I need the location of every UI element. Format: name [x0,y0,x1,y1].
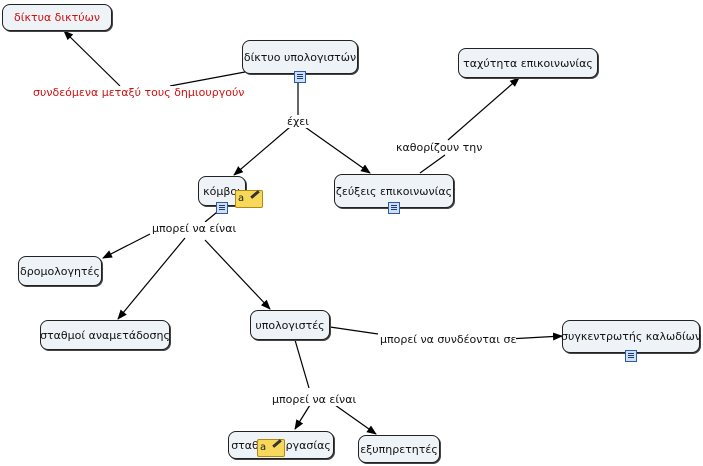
node-diktya-diktyon[interactable]: δίκτυα δικτύων [2,4,112,31]
line-mporei-synd-to-sygkentrotis [507,332,563,341]
node-zeykseis[interactable]: ζεύξεις επικοινωνίας [334,174,454,208]
note-icon[interactable]: a [235,190,263,208]
line-exei-to-zeykseis [304,126,371,174]
node-label: ταχύτητα επικοινωνίας [463,56,593,70]
node-label: σταθμοί αναμετάδοσης [40,328,170,342]
line-ypologistes-to-mporei-synd [329,326,379,335]
line-exei-to-komvoi [233,126,291,176]
line-ypologistes-to-mporei2 [294,339,310,389]
link-label-mporei-na-syndeontai[interactable]: μπορεί να συνδέονται σε [380,333,517,346]
node-ypologistes[interactable]: υπολογιστές [250,310,330,340]
node-label: υπολογιστές [255,318,325,332]
node-label: δρομολογητές [20,264,100,278]
node-label: κόμβοι [203,184,241,198]
node-label: εξυπηρετητές [360,442,438,456]
document-icon[interactable] [216,202,228,214]
node-stathmoi-anametadosis[interactable]: σταθμοί αναμετάδοσης [40,320,170,350]
line-root-to-syndedemena [169,71,246,87]
node-label: ζεύξεις επικοινωνίας [335,184,453,198]
node-label: δίκτυα δικτύων [14,11,100,24]
line-mporei2-to-eksypiretites [334,404,377,435]
line-syndedemena-to-diktya [63,30,121,87]
link-label-mporei-na-einai-1[interactable]: μπορεί να είναι [152,222,237,235]
node-label: συγκεντρωτής καλωδίων [560,330,702,343]
link-label-kathorizoun[interactable]: καθορίζουν την [396,141,483,154]
document-icon[interactable] [294,71,306,83]
node-eksypiretites[interactable]: εξυπηρετητές [358,435,440,463]
line-kathorizoun-to-taxytita [447,77,520,141]
document-icon[interactable] [625,350,637,362]
line-mporei1-to-ypologistes [204,239,271,310]
link-label-exei[interactable]: έχει [287,115,309,128]
note-icon[interactable]: a [257,439,285,457]
line-mporei1-to-dromologites [102,233,151,259]
line-mporei2-to-stathmoi-erg [294,404,311,430]
line-zeykseis-to-kathorizoun [419,154,446,174]
node-sygkentrotis[interactable]: συγκεντρωτής καλωδίων [560,320,702,353]
node-dromologites[interactable]: δρομολογητές [18,256,102,286]
node-diktyo-ypologiston[interactable]: δίκτυο υπολογιστών [242,40,358,74]
line-mporei1-to-stathmoi-anam [117,237,186,320]
link-label-mporei-na-einai-2[interactable]: μπορεί να είναι [272,393,357,406]
link-label-syndedemena[interactable]: συνδεόμενα μεταξύ τους δημιουργούν [33,86,245,99]
node-label: δίκτυο υπολογιστών [243,50,357,64]
node-taxytita[interactable]: ταχύτητα επικοινωνίας [458,48,598,78]
document-icon[interactable] [388,202,400,214]
